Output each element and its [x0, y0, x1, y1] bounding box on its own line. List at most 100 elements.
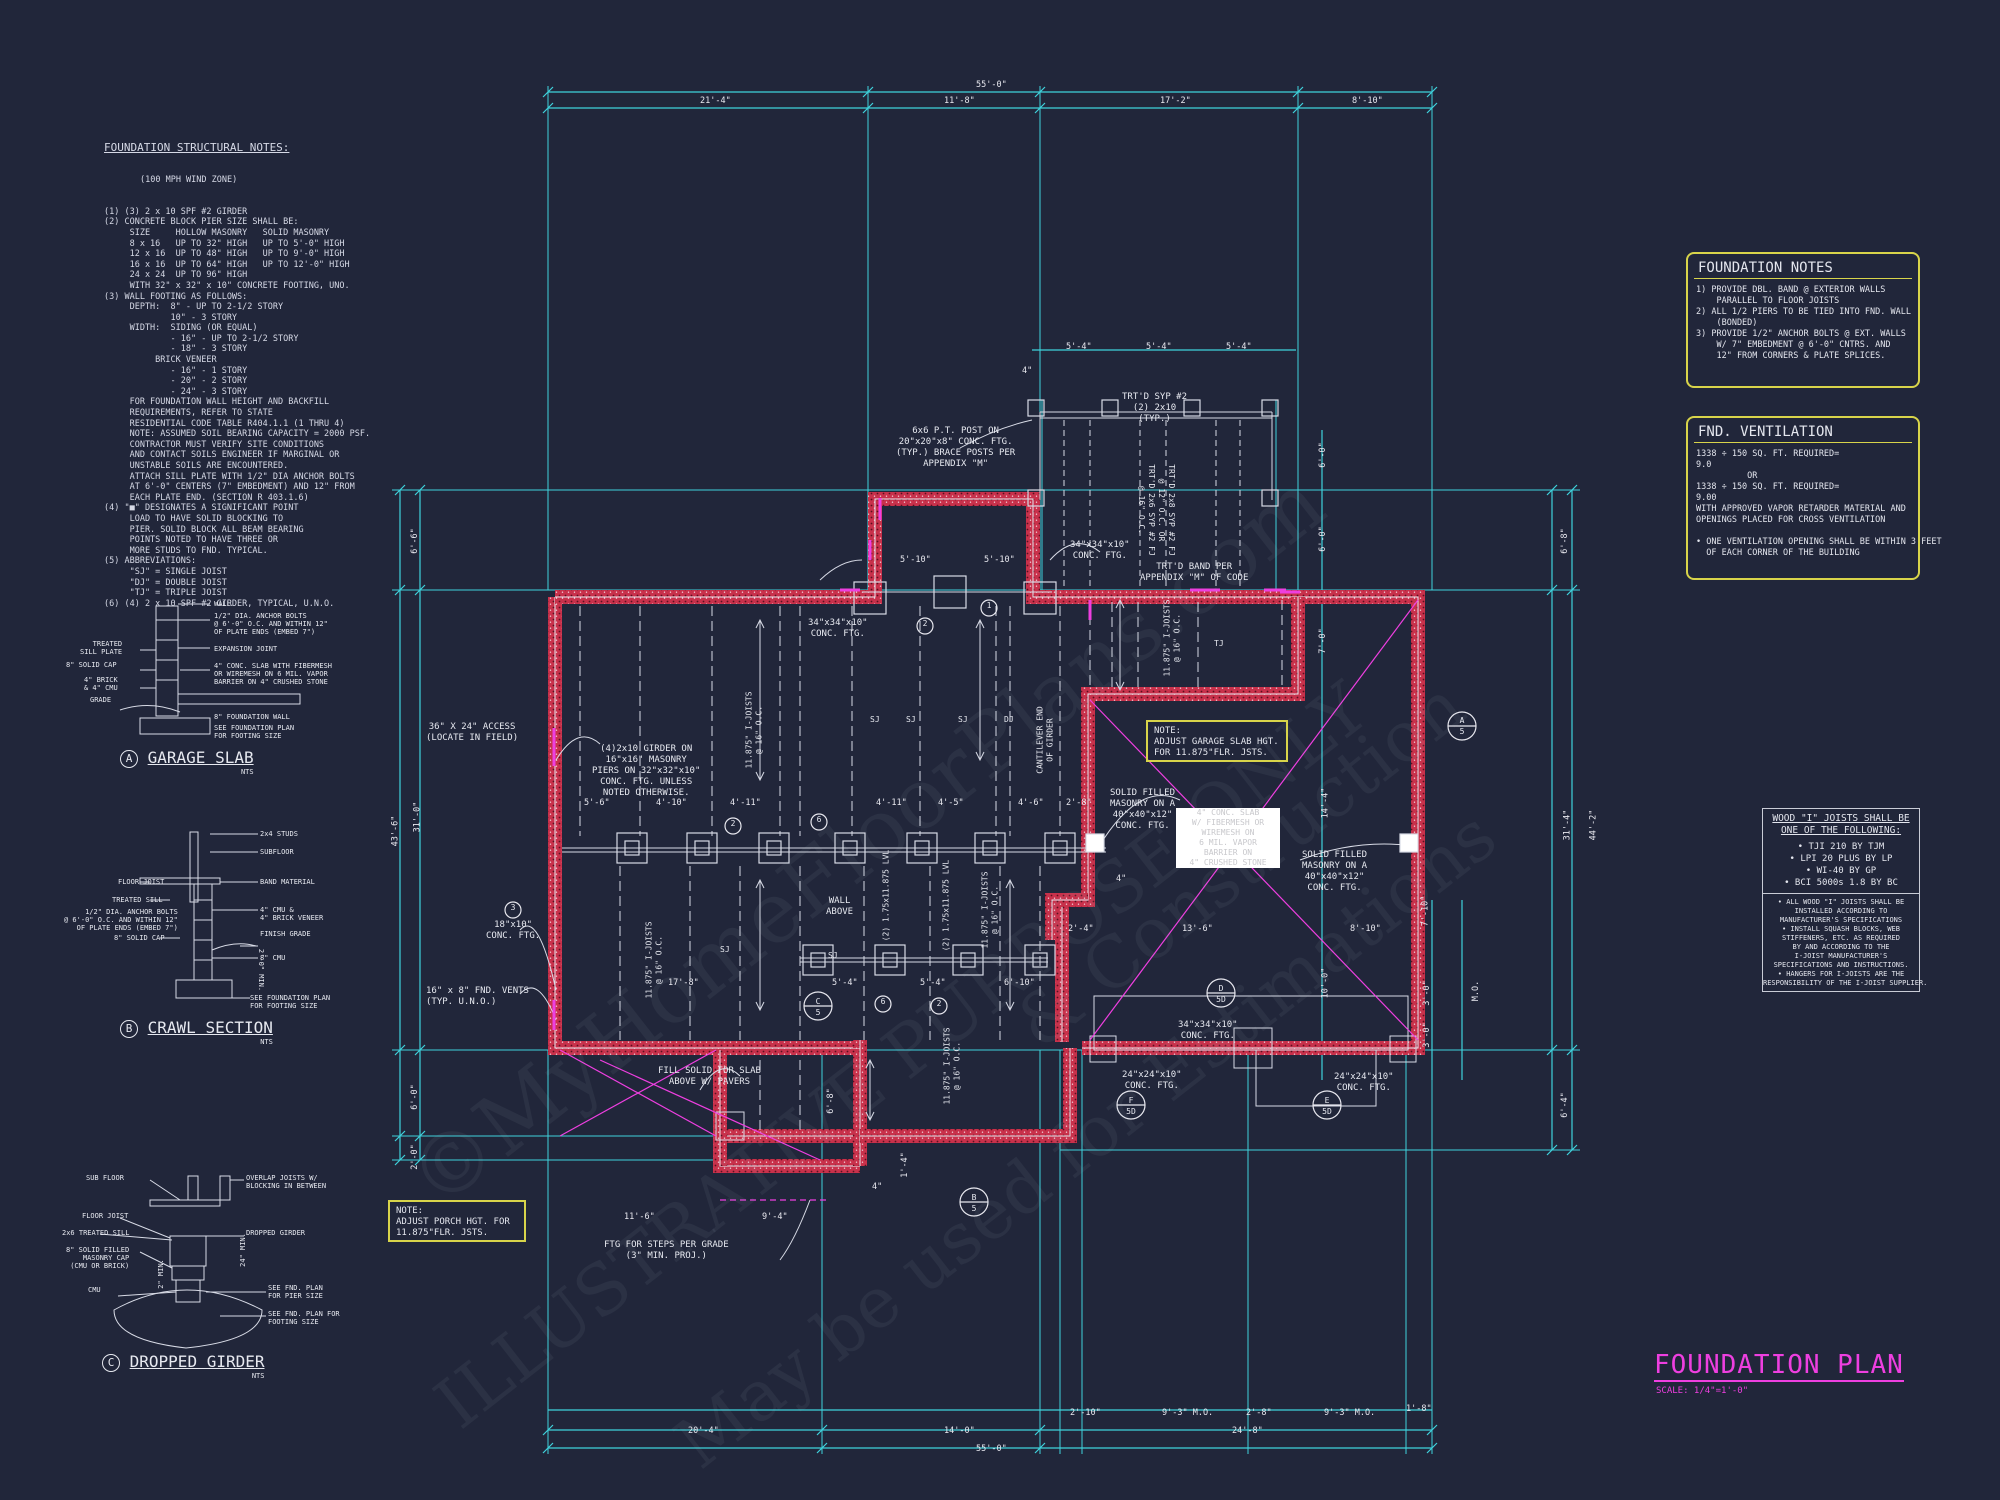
leader-9 — [1299, 843, 1406, 861]
wall-garage-inner-edge — [1061, 597, 1299, 1042]
callout-num-6b: 6 — [880, 997, 886, 1006]
detail-a-grade — [119, 705, 181, 713]
structural-notes-subheading: (100 MPH WIND ZONE) — [140, 174, 238, 185]
arrow-head-b-1 — [975, 751, 985, 762]
arrow-head-b-3 — [1005, 1001, 1015, 1012]
dim-right-1: 6'-8" — [1559, 528, 1570, 554]
dim-int-17: 11'-6" — [624, 1212, 655, 1222]
tick-bot2-3 — [1426, 1424, 1438, 1436]
detail-a-letter: A — [120, 749, 138, 768]
callout-num-1: 1 — [986, 601, 992, 610]
sj-label-5: SJ — [958, 715, 968, 724]
pier-inner-4 — [914, 840, 930, 856]
dim-int-4: 4'-10" — [656, 798, 687, 808]
tick-bot-2 — [1034, 1442, 1046, 1454]
conc-ftg-24a-label: 24"x24"x10" CONC. FTG. — [1122, 1070, 1182, 1091]
detail-c-joist-a — [187, 1175, 199, 1201]
dim-int-1: 5'-10" — [900, 555, 931, 565]
detail-c-callout-9: SEE FND. PLAN FOR FOOTING SIZE — [268, 1310, 340, 1326]
tick-l-4 — [394, 1154, 406, 1166]
tick-r-3 — [1566, 1144, 1578, 1156]
leader-0 — [959, 419, 1033, 449]
detail-b-callout-4: BAND MATERIAL — [260, 878, 315, 886]
detail-c-leader-2 — [119, 1217, 171, 1239]
foundation-walls — [548, 492, 1425, 1173]
arrow-head-b-2 — [755, 1001, 765, 1012]
tick-l2-1 — [414, 584, 426, 596]
leader-2 — [1049, 543, 1101, 561]
num-bubble-0 — [980, 599, 998, 617]
arrow-head-a-1 — [975, 618, 985, 629]
tick-r-0 — [1566, 484, 1578, 496]
tick-r2-3 — [1546, 1144, 1558, 1156]
num-bubble-1 — [916, 617, 934, 635]
detail-c-title: C DROPPED GIRDER NTS — [102, 1352, 265, 1380]
tick-top-0 — [542, 86, 554, 98]
dim-porch-3: 5'-4" — [1226, 342, 1252, 352]
detail-c-cmu — [175, 1279, 201, 1303]
foundation-notes-items: 1) PROVIDE DBL. BAND @ EXTERIOR WALLS PA… — [1696, 285, 1911, 361]
ijoist-notes: • ALL WOOD "I" JOISTS SHALL BE INSTALLED… — [1763, 898, 1928, 987]
detail-a-callout-4: EXPANSION JOINT — [214, 645, 278, 653]
pier-low-inner-3 — [1032, 952, 1048, 968]
detail-b-callout-9: FINISH GRADE — [260, 930, 311, 938]
dim-right-inner-4: 14'-4" — [1320, 787, 1331, 819]
callout-num-2b: 2 — [730, 819, 736, 828]
detail-c-callout-11: 2" MIN. — [156, 1259, 165, 1289]
steps-label: FTG FOR STEPS PER GRADE (3" MIN. PROJ.) — [604, 1240, 729, 1261]
pier-top-2 — [1023, 581, 1057, 615]
detail-a-callout-10: SEE FOUNDATION PLAN FOR FOOTING SIZE — [214, 724, 295, 740]
dim-bottom-small-5: 1'-8" — [1406, 1404, 1432, 1414]
detail-a-callout-6: 4" CONC. SLAB WITH FIBERMESH OR WIREMESH… — [214, 662, 333, 686]
pier-0 — [616, 832, 648, 864]
callout-b5-letter: B — [971, 1193, 977, 1202]
detail-b-callout-10: 8" CMU — [260, 954, 286, 962]
detail-c-callout-8: SEE FND. PLAN FOR PIER SIZE — [268, 1284, 323, 1300]
pier-6 — [1044, 832, 1076, 864]
dim-bottom-small-2: 9'-3" M.O. — [1162, 1408, 1214, 1418]
tick-top2-0 — [542, 102, 554, 114]
fnd-ventilation-box: FND. VENTILATION 1338 ÷ 150 SQ. FT. REQU… — [1686, 416, 1942, 580]
detail-c-callout-1: SUB FLOOR — [86, 1174, 124, 1182]
pier-inner-5 — [982, 840, 998, 856]
dim-right-inner-9: M.O. — [1471, 980, 1482, 1002]
detail-c-callout-2: OVERLAP JOISTS W/ BLOCKING IN BETWEEN — [246, 1174, 327, 1190]
dim-int-8: 4'-6" — [1018, 798, 1044, 808]
cantilever-label: CANTILEVER END OF GIRDER — [1035, 706, 1055, 774]
joists-16-label-2: 11.875" I-JOISTS @ 16" O.C. — [1162, 599, 1182, 677]
callout-num-3: 3 — [510, 903, 516, 912]
pier-3 — [834, 832, 866, 864]
sj-label-2: SJ — [720, 945, 730, 954]
detail-a-callout-5: 8" SOLID CAP — [66, 661, 117, 669]
structural-notes: FOUNDATION STRUCTURAL NOTES: (100 MPH WI… — [104, 122, 370, 631]
dim-right-inner-7: 3'-0" — [1421, 980, 1432, 1006]
arrow-head-a-3 — [1005, 878, 1015, 889]
dim-right-inner-3: 7'-0" — [1317, 628, 1328, 654]
callout-a5-letter: A — [1459, 716, 1465, 725]
dj-label: DJ — [1004, 715, 1014, 724]
garage-pier-1 — [1233, 1027, 1273, 1069]
pier-inner-3 — [842, 840, 858, 856]
detail-a-slab — [177, 693, 301, 705]
pier-low-inner-1 — [882, 952, 898, 968]
tick-bot2-1 — [816, 1424, 828, 1436]
dim-bottom-2: 14'-0" — [944, 1426, 975, 1436]
detail-c-joist-b — [219, 1175, 231, 1201]
pier-top-1 — [933, 575, 967, 609]
porch-post-0 — [1027, 399, 1045, 417]
dim-int-16: 2'-4" — [1068, 924, 1094, 934]
tick-r2-0 — [1546, 484, 1558, 496]
detail-b-callout-2: SUBFLOOR — [260, 848, 294, 856]
porch-height-note: NOTE: ADJUST PORCH HGT. FOR 11.875"FLR. … — [388, 1200, 526, 1242]
dim-right-inner-5: 7'-10" — [1420, 895, 1431, 927]
joists-16-label-1: 11.875" I-JOISTS @ 16" O.C. — [744, 691, 764, 769]
dim-int-2: 5'-10" — [984, 555, 1015, 565]
interior-lines — [519, 411, 1417, 1261]
detail-c-callout-3: FLOOR JOIST — [82, 1212, 129, 1220]
tick-top2-2 — [1034, 102, 1046, 114]
garage-door-box — [1093, 995, 1409, 1051]
dim-left-3: 6'-0" — [409, 1084, 420, 1110]
leader-7 — [779, 1199, 811, 1261]
pier-low-3 — [1024, 944, 1056, 976]
